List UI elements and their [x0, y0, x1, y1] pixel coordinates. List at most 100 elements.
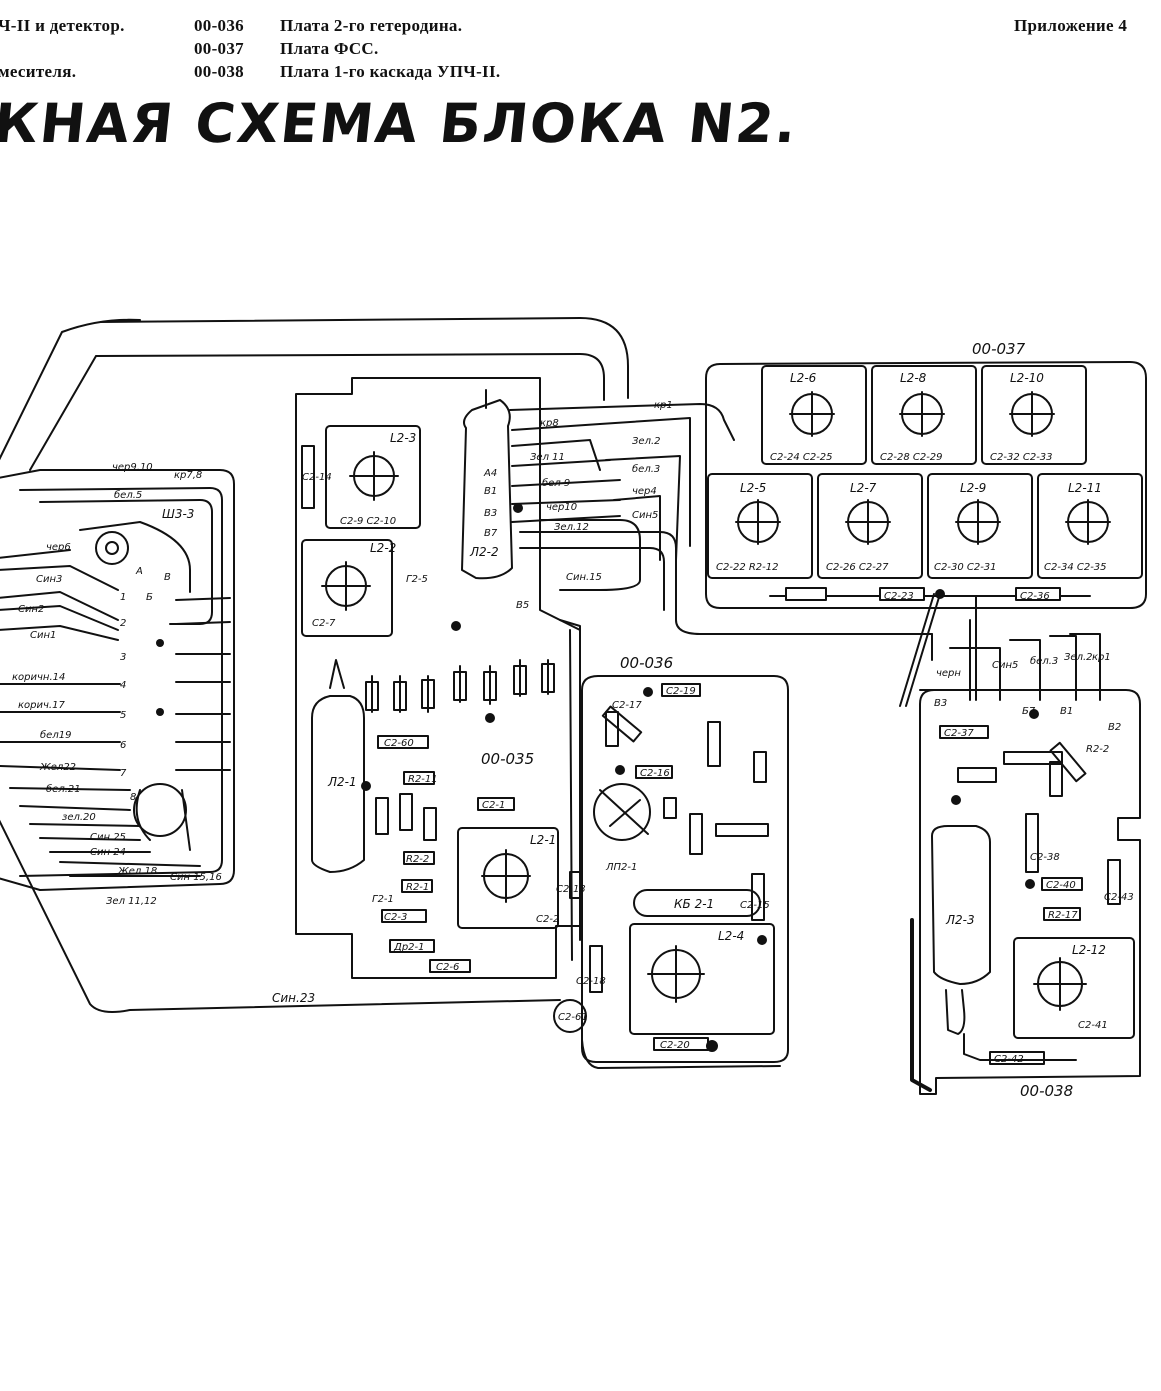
connector-wire-8: бел.21: [46, 783, 81, 795]
b035-part-10: Г2-1: [372, 894, 394, 905]
connector-letter-v: В: [164, 572, 171, 583]
connector-wire-13: Син 15,16: [170, 872, 222, 883]
b038-part-6: C2-43: [1104, 892, 1134, 903]
connector-pin-1: 1: [120, 592, 126, 603]
lamp-pin-1: B1: [484, 486, 497, 497]
board-00-035-outline: [295, 377, 581, 979]
fss-caps-1: C2-28 C2-29: [880, 452, 943, 463]
connector-wire-11: Син 24: [90, 847, 126, 858]
board-00-037-outline: [705, 361, 1147, 609]
connector-wire-top-0: чер9,10: [112, 462, 153, 473]
main-bus-outline: [0, 317, 629, 1013]
b036-part-2: C2-17: [612, 700, 642, 711]
connector-wire-3: Син1: [30, 630, 56, 641]
connector-pin-5: 5: [120, 710, 126, 721]
connector-wire-6: бел19: [40, 729, 71, 741]
lamp-pin-0: A4: [483, 468, 497, 479]
lamp-wire-10: Син.15: [566, 572, 602, 583]
b036-part-0: C2-19: [666, 686, 696, 697]
b035-lamp-0: Л2-2: [469, 545, 499, 559]
fss-coil-0: L2-6: [790, 371, 817, 385]
fss-caps-5: C2-30 C2-31: [934, 562, 997, 573]
connector-wire-top-2: бел.5: [114, 489, 142, 501]
header-desc-3: Плата 1-го каскада УПЧ-II.: [280, 62, 501, 81]
fss-caps-6: C2-34 C2-35: [1044, 562, 1107, 573]
connector-wire-5: корич.17: [18, 700, 65, 711]
fss-caps-2: C2-32 C2-33: [990, 452, 1053, 463]
connector-letter-a: А: [135, 566, 143, 577]
b035-part-1: Г2-5: [406, 574, 428, 585]
b038-wire-3: Зел.2: [1064, 652, 1093, 663]
lamp-wire-9: Син5: [632, 510, 658, 521]
b036-part-7: C2-61: [558, 1012, 588, 1023]
connector-pin-4: 4: [120, 680, 126, 691]
b035-part-4: C2-3: [384, 912, 407, 923]
b035-part-5: Др2-1: [393, 942, 425, 953]
board-label-00-035: 00-035: [481, 750, 534, 768]
fss-caps-0: C2-24 C2-25: [770, 452, 833, 463]
b035-part-0: C2-14: [302, 472, 332, 483]
b038-lamp: Л2-3: [945, 913, 975, 927]
b035-caps-2: C2-2: [536, 914, 559, 925]
board-00-036-outline: [581, 675, 789, 1063]
connector-pin-2: 2: [120, 618, 126, 629]
b038-part-5: C2-41: [1078, 1020, 1108, 1031]
board-label-00-037: 00-037: [972, 340, 1026, 358]
header-code-3: 00-038: [194, 62, 244, 81]
connector-letter-b: Б: [146, 592, 153, 603]
b038-wire-4: кр1: [1092, 652, 1111, 663]
b036-part-1: C2-16: [640, 768, 670, 779]
main-bus-label: Син.23: [272, 991, 315, 1005]
fss-coil-3: L2-5: [740, 481, 766, 495]
b035-part-9: R2-11: [408, 774, 438, 785]
b035-caps-0: C2-9 C2-10: [340, 516, 396, 527]
b036-relay: ЛП2-1: [605, 862, 637, 873]
b038-wire-1: Син5: [992, 660, 1018, 671]
connector-wire-0: чер6: [46, 542, 71, 553]
b038-pin-0: B3: [934, 698, 947, 709]
b035-part-2: C2-60: [384, 738, 414, 749]
lamp-wire-6: Зел.2: [632, 436, 661, 447]
connector-wire-4: коричн.14: [12, 672, 65, 683]
b035-lamp-1: Л2-1: [327, 775, 357, 789]
b038-coil: L2-12: [1072, 943, 1106, 957]
b038-wire-0: черн: [936, 668, 961, 679]
appendix-label: Приложение 4: [1014, 16, 1128, 35]
tube-l2-3: [931, 825, 991, 985]
fss-coil-2: L2-10: [1010, 371, 1044, 385]
lamp-pin-4: B5: [516, 600, 529, 611]
lamp-wire-5: кр1: [654, 400, 673, 411]
lamp-wire-0: кр8: [540, 418, 559, 429]
b038-part-2: C2-40: [1046, 880, 1076, 891]
connector-wire-12: Жел.18: [117, 866, 157, 877]
fss-coil-4: L2-7: [850, 481, 877, 495]
fss-caps-3: C2-22 R2-12: [716, 562, 779, 573]
lamp-wire-1: Зел 11: [530, 452, 565, 463]
lamp-pin-3: B7: [484, 528, 498, 539]
b038-part-1: C2-38: [1030, 852, 1060, 863]
fss-coil-1: L2-8: [900, 371, 927, 385]
board-label-00-038: 00-038: [1020, 1082, 1073, 1100]
board-label-00-036: 00-036: [620, 654, 673, 672]
b036-part-3: C2-15: [740, 900, 770, 911]
connector-pin-6: 6: [120, 740, 126, 751]
connector-wire-2: Син2: [18, 604, 44, 615]
connector-wire-14: Зел 11,12: [106, 896, 157, 907]
b038-part-4: C2-42: [994, 1054, 1024, 1065]
header-desc-1: Плата 2-го гетеродина.: [280, 16, 463, 35]
connector-wire-9: зел.20: [62, 812, 96, 823]
lamp-wire-3: чер10: [546, 502, 577, 513]
board-00-038-outline: [919, 689, 1141, 1095]
header-code-2: 00-037: [194, 39, 244, 58]
b035-coil-2: L2-1: [530, 833, 556, 847]
connector-wire-10: Син 25: [90, 832, 126, 843]
b038-wire-2: бел.3: [1030, 655, 1058, 667]
b038-part-3: R2-17: [1048, 910, 1078, 921]
b035-part-8: R2-1: [406, 882, 429, 893]
b035-part-6: C2-6: [436, 962, 459, 973]
b036-part-4: C2-13: [556, 884, 586, 895]
connector-name: Ш3-3: [162, 507, 194, 521]
lamp-wire-4: Зел.12: [554, 522, 589, 533]
b036-switch: КБ 2-1: [674, 897, 714, 911]
